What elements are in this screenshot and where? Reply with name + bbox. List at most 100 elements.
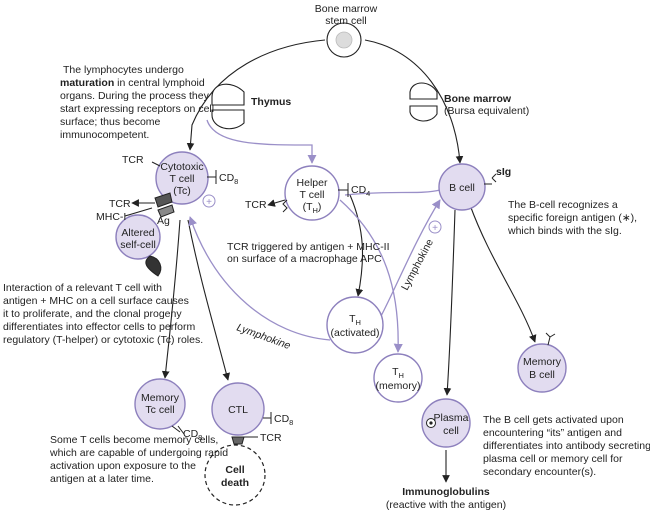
bcell-act-line-3: differentiates into antibody secreting bbox=[483, 440, 650, 452]
memory-t-text-3: activation upon exposure to the bbox=[50, 460, 196, 472]
tcr-mhc-complex bbox=[154, 192, 175, 218]
memory-b-cell bbox=[517, 332, 567, 393]
memory-b-label-2: B cell bbox=[529, 369, 555, 381]
maturation-line-5: surface; thus become bbox=[60, 116, 161, 128]
lymphokine-diag-label: Lymphokine bbox=[399, 237, 436, 292]
cd8-ctl-label: CD8 bbox=[274, 413, 293, 427]
cd4-label: CD4 bbox=[351, 184, 370, 198]
plasma-cell bbox=[421, 398, 471, 448]
memory-t-text-2: which are capable of undergoing rapid bbox=[49, 447, 228, 459]
helper-label-3: (TH) bbox=[303, 201, 322, 215]
memory-t-text-4: antigen at a later time. bbox=[50, 473, 154, 485]
lymphokine-to-bcell-line bbox=[379, 199, 441, 319]
tc-to-mhc-line bbox=[124, 207, 153, 217]
bcell-label: B cell bbox=[449, 182, 475, 194]
cd8-top-label: CD8 bbox=[219, 172, 238, 186]
cytotoxic-t-cell bbox=[151, 151, 217, 205]
helper-tcr-arrow bbox=[267, 199, 286, 207]
tc-to-memory-line bbox=[161, 219, 181, 379]
bone-marrow-label: Bone marrow bbox=[444, 93, 512, 105]
maturation-line-2: maturation in central lymphoid bbox=[60, 77, 205, 89]
tc-label-1: Cytotoxic bbox=[160, 161, 203, 173]
th-memory-label-2: (memory) bbox=[376, 380, 421, 392]
plus-left-text: + bbox=[206, 197, 212, 208]
thymus-organ bbox=[211, 83, 245, 130]
lymphokine-bottom-label: Lymphokine bbox=[235, 322, 292, 353]
purple-connectors bbox=[188, 119, 441, 353]
tc-to-ctl-line bbox=[187, 219, 230, 381]
stem-cell bbox=[326, 22, 362, 58]
tcr-triggered-2: on surface of a macrophage APC bbox=[227, 253, 382, 265]
helper-t-cell bbox=[282, 165, 349, 221]
memory-b-label-1: Memory bbox=[523, 356, 562, 368]
bcell-act-line-5: secondary encounter(s). bbox=[483, 466, 596, 478]
interaction-line-2: antigen + MHC on a cell surface causes bbox=[3, 295, 189, 307]
th-activated-cell bbox=[326, 296, 384, 354]
sig-label: sIg bbox=[496, 166, 511, 178]
memory-tc-label-2: Tc cell bbox=[145, 404, 174, 416]
altered-label-1: Altered bbox=[121, 227, 154, 239]
cell-death-label-1: Cell bbox=[225, 464, 244, 476]
tcr-helper-label: TCR bbox=[245, 199, 267, 211]
plus-sign-left: + bbox=[202, 194, 216, 208]
tcr-left-label: TCR bbox=[109, 198, 131, 210]
stem-to-bone-marrow-line bbox=[364, 39, 464, 164]
memory-t-text-1: Some T cells become memory cells, bbox=[50, 434, 218, 446]
interaction-line-3: it to proliferate, and the clonal progen… bbox=[3, 308, 182, 320]
lymphokine-to-tc-line bbox=[188, 216, 331, 341]
th-activated-label-2: (activated) bbox=[330, 327, 379, 339]
tc-label-3: (Tc) bbox=[173, 185, 191, 197]
tcr-ctl-label: TCR bbox=[260, 432, 282, 444]
ctl-label: CTL bbox=[228, 404, 248, 416]
dark-connectors bbox=[124, 39, 537, 483]
memory-tc-label-1: Memory bbox=[141, 392, 180, 404]
helper-label-1: Helper bbox=[297, 177, 328, 189]
tcr-triggered-1: TCR triggered by antigen + MHC-II bbox=[227, 241, 390, 253]
maturation-line-1: The lymphocytes undergo bbox=[63, 64, 184, 76]
stem-label-2: stem cell bbox=[325, 15, 366, 27]
interaction-line-5: regulatory (T-helper) or cytotoxic (Tc) … bbox=[3, 334, 203, 346]
thymus-label: Thymus bbox=[251, 96, 291, 108]
helper-to-th-memory-line bbox=[339, 199, 403, 353]
tc-label-2: T cell bbox=[170, 173, 195, 185]
maturation-line-6: immunocompetent. bbox=[60, 129, 149, 141]
th-activated-label-1: TH bbox=[349, 313, 361, 327]
plasma-label-1: Plasma bbox=[433, 412, 468, 424]
bursa-label: (Bursa equivalent) bbox=[444, 105, 529, 117]
cell-death-label-2: death bbox=[221, 477, 249, 489]
bcell-act-line-4: plasma cell or memory cell for bbox=[483, 453, 623, 465]
altered-label-2: self-cell bbox=[120, 239, 156, 251]
bcell-recog-line-3: which binds with the sIg. bbox=[507, 225, 622, 237]
immunoglobulins-label: Immunoglobulins bbox=[402, 486, 490, 498]
stem-to-thymus-line bbox=[186, 39, 326, 151]
bcell-to-memory-b-line bbox=[469, 204, 537, 343]
bcell-recog-line-2: specific foreign antigen (∗), bbox=[508, 212, 637, 224]
cell-death-circle bbox=[204, 444, 266, 506]
altered-self-cell bbox=[115, 214, 162, 277]
th-memory-cell bbox=[373, 353, 423, 403]
th-memory-label-1: TH bbox=[392, 366, 404, 380]
plasma-label-2: cell bbox=[443, 425, 459, 437]
helper-to-th-activated-line bbox=[349, 194, 364, 297]
bcell-act-line-2: encountering “its” antigen and bbox=[483, 427, 622, 439]
maturation-line-4: start expressing receptors on cell bbox=[60, 103, 214, 115]
plus-right-text: + bbox=[432, 223, 438, 234]
tcr-top-label: TCR bbox=[122, 154, 144, 166]
bone-marrow-organ bbox=[409, 82, 438, 122]
helper-to-bcell-line bbox=[344, 189, 441, 196]
stem-label-1: Bone marrow bbox=[315, 3, 378, 15]
ctl-cell bbox=[211, 382, 272, 445]
bcell-to-plasma-line bbox=[443, 209, 456, 396]
plus-sign-right: + bbox=[428, 220, 442, 234]
interaction-line-4: differentiates into effector cells to pe… bbox=[3, 321, 195, 333]
interaction-line-1: Interaction of a relevant T cell with bbox=[3, 282, 162, 294]
memory-tc-cell bbox=[134, 378, 186, 435]
thymus-to-helper-line bbox=[206, 119, 317, 164]
b-cell bbox=[438, 163, 497, 211]
bcell-recog-line-1: The B-cell recognizes a bbox=[508, 199, 618, 211]
bcell-act-line-1: The B cell gets activated upon bbox=[483, 414, 624, 426]
helper-label-2: T cell bbox=[300, 189, 325, 201]
cd8-mem-label: CD8 bbox=[183, 428, 202, 442]
ag-label: Ag bbox=[157, 215, 170, 227]
mhc-i-label: MHC-I bbox=[96, 211, 126, 223]
